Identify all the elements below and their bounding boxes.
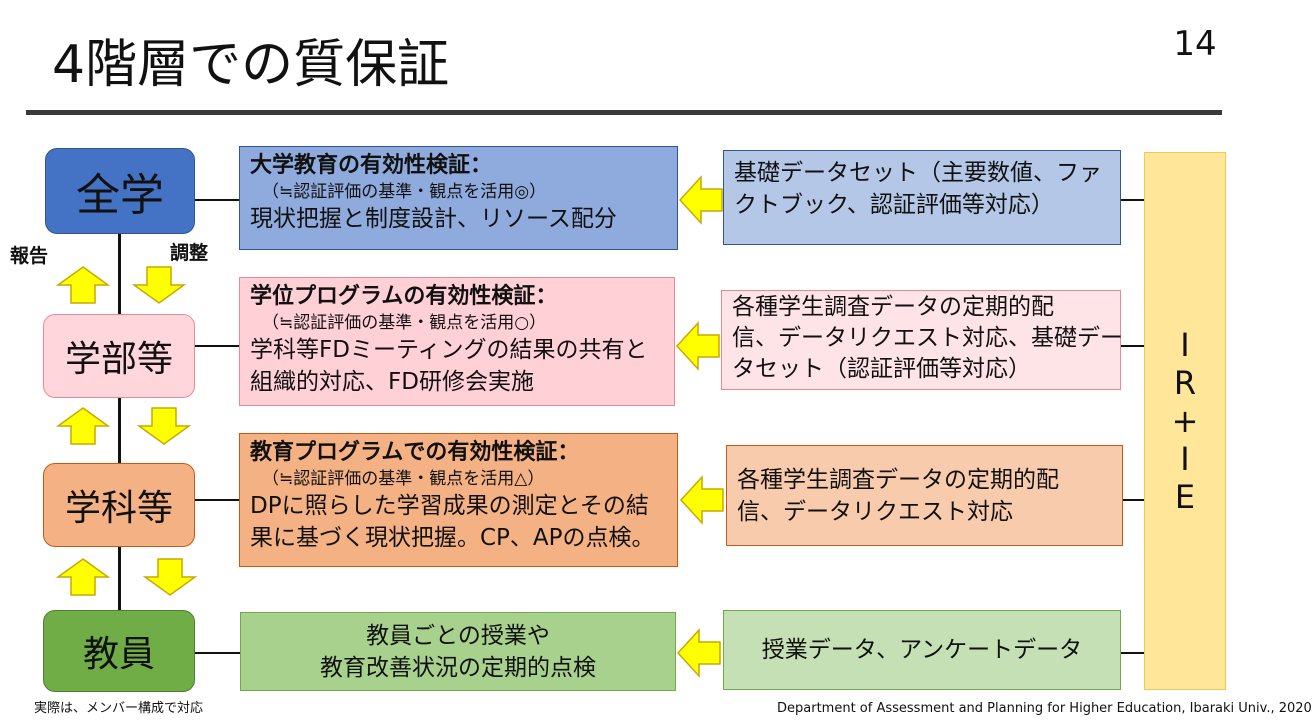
verification-body: 教育改善状況の定期的点検 — [320, 654, 596, 681]
level-spine — [118, 232, 121, 610]
verification-note: （≒認証評価の基準・観点を活用○） — [262, 313, 547, 333]
page-number: 14 — [1173, 24, 1217, 64]
verification-heading: 大学教育の有効性検証： — [250, 153, 493, 178]
connector — [195, 199, 240, 201]
data-flow-arrow-icon — [676, 628, 721, 678]
data-source-box-faculty-member: 授業データ、アンケートデータ — [723, 610, 1121, 690]
level-label: 全学 — [76, 170, 164, 221]
level-department: 学科等 — [43, 463, 195, 547]
verification-body: 学科等FDミーティングの結果の共有と — [250, 337, 648, 363]
ir-ie-column: I R + I E — [1144, 152, 1226, 690]
adjust-label: 調整 — [170, 242, 209, 264]
verification-body: DPに照らした学習成果の測定とその結 — [250, 493, 649, 519]
verification-heading: 学位プログラムの有効性検証： — [250, 284, 558, 309]
level-label: 学科等 — [64, 488, 173, 529]
page-title: 4階層での質保証 — [52, 35, 450, 95]
data-source-line: 各種学生調査データの定期的配 — [737, 467, 1059, 493]
data-source-line: 信、データリクエスト対応、基礎デー — [732, 325, 1123, 351]
adjust-down-arrow-icon — [131, 266, 187, 304]
data-source-box-university: 基礎データセット（主要数値、ファ クトブック、認証評価等対応） — [723, 150, 1121, 245]
adjust-down-arrow-icon — [136, 407, 192, 445]
ir-ie-letter: I — [1180, 440, 1190, 478]
verification-box-faculty: 学位プログラムの有効性検証： （≒認証評価の基準・観点を活用○） 学科等FDミー… — [239, 277, 675, 406]
level-label: 教員 — [82, 634, 155, 675]
data-source-line: 基礎データセット（主要数値、ファ — [734, 160, 1102, 186]
connector — [1121, 345, 1145, 347]
ir-ie-letter: + — [1171, 402, 1199, 440]
verification-body: 果に基づく現状把握。CP、APの点検。 — [250, 525, 655, 551]
verification-box-faculty-member: 教員ごとの授業や 教育改善状況の定期的点検 — [240, 612, 676, 691]
connector — [195, 345, 240, 347]
title-divider — [26, 110, 1222, 115]
connector — [1121, 199, 1145, 201]
connector — [195, 499, 240, 501]
data-flow-arrow-icon — [679, 475, 724, 525]
connector — [195, 652, 240, 654]
verification-body: 教員ごとの授業や — [366, 622, 550, 649]
ir-ie-letter: I — [1180, 326, 1190, 364]
data-source-line: 授業データ、アンケートデータ — [761, 637, 1083, 663]
level-label: 学部等 — [64, 339, 173, 380]
report-up-arrow-icon — [55, 266, 111, 304]
verification-box-department: 教育プログラムでの有効性検証： （≒認証評価の基準・観点を活用△） DPに照らし… — [239, 433, 678, 567]
verification-box-university: 大学教育の有効性検証： （≒認証評価の基準・観点を活用◎） 現状把握と制度設計、… — [239, 146, 678, 250]
level-faculty-member: 教員 — [43, 610, 195, 692]
adjust-down-arrow-icon — [142, 558, 198, 596]
level-university: 全学 — [45, 148, 195, 234]
connector — [1123, 499, 1145, 501]
data-source-box-faculty: 各種学生調査データの定期的配 信、データリクエスト対応、基礎デー タセット（認証… — [721, 290, 1123, 390]
ir-ie-letter: R — [1173, 364, 1197, 402]
verification-heading: 教育プログラムでの有効性検証： — [250, 440, 580, 465]
report-up-arrow-icon — [55, 558, 111, 596]
data-flow-arrow-icon — [675, 321, 720, 371]
data-source-box-department: 各種学生調査データの定期的配 信、データリクエスト対応 — [726, 445, 1123, 546]
level-faculty: 学部等 — [43, 314, 195, 398]
data-source-line: タセット（認証評価等対応） — [732, 356, 1031, 382]
data-source-line: 信、データリクエスト対応 — [737, 499, 1013, 525]
verification-body: 現状把握と制度設計、リソース配分 — [250, 206, 617, 232]
verification-note: （≒認証評価の基準・観点を活用△） — [262, 469, 545, 489]
data-flow-arrow-icon — [678, 175, 723, 225]
footer-note: 実際は、メンバー構成で対応 — [34, 701, 204, 716]
report-label: 報告 — [10, 245, 49, 267]
data-source-line: 各種学生調査データの定期的配 — [732, 294, 1054, 320]
verification-body: 組織的対応、FD研修会実施 — [250, 369, 534, 395]
data-source-line: クトブック、認証評価等対応） — [734, 192, 1054, 218]
ir-ie-letter: E — [1174, 478, 1196, 516]
report-up-arrow-icon — [55, 407, 111, 445]
verification-note: （≒認証評価の基準・観点を活用◎） — [262, 182, 547, 202]
connector — [1121, 652, 1145, 654]
footer-credit: Department of Assessment and Planning fo… — [777, 701, 1312, 716]
